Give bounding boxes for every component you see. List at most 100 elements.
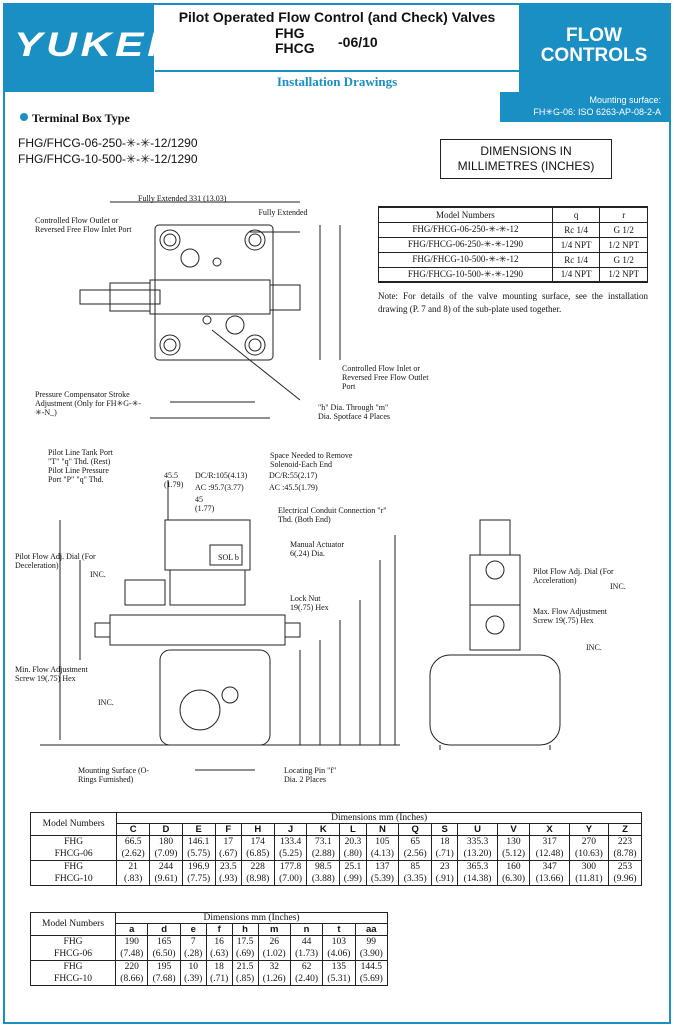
model-line-1: FHG [275, 25, 305, 41]
label-max-flow: Max. Flow Adjustment Screw 19(.75) Hex [533, 607, 608, 625]
value-inch: (9.96) [613, 874, 637, 884]
value-inch: (13.66) [535, 874, 564, 884]
value-mm: 244 [158, 862, 174, 872]
value-mm: 253 [617, 862, 633, 872]
top-view-drawing [79, 201, 341, 419]
label-controlled-inlet: Controlled Flow Inlet or Reversed Free F… [342, 364, 429, 391]
section-title-text: Terminal Box Type [32, 111, 130, 125]
value-mm: 23 [439, 862, 450, 872]
value-mm: 165 [156, 937, 172, 947]
column-header: m [257, 923, 291, 936]
value-mm: 177.8 [279, 862, 302, 872]
model-suffix: -06/10 [338, 34, 378, 50]
bullet-icon [20, 113, 28, 121]
value-inch: (11.81) [575, 874, 603, 884]
value-inch: (9.61) [154, 874, 178, 884]
model-size: -10 [79, 874, 93, 884]
dimension-cell: 146.1(5.75) [181, 835, 216, 861]
dimension-cell: 21(.83) [116, 860, 151, 886]
dimension-cell: 98.5(3.88) [306, 860, 341, 886]
dimension-cell: 228(8.98) [240, 860, 275, 886]
value-mm: 365.3 [466, 862, 489, 872]
label-controlled-outlet: Controlled Flow Outlet or Reversed Free … [35, 216, 132, 234]
model-size: -10 [79, 974, 93, 984]
value-inch: (5.39) [370, 874, 394, 884]
dimension-cell: 26(1.02) [257, 935, 291, 961]
table-cell: 1/4 NPT [551, 236, 601, 253]
category-line-1: FLOW [566, 25, 622, 46]
value-inch: (12.48) [535, 849, 564, 859]
dimension-cell: 270(10.63) [568, 835, 610, 861]
dimension-cell: 20.3(.80) [339, 835, 367, 861]
label-inc-3: INC. [610, 582, 626, 591]
brand-logo: YUKEN [4, 4, 178, 92]
label-inc-4: INC. [586, 643, 602, 652]
dimension-cell: 253 (9.96) [608, 860, 642, 886]
model-line-2: FHCG-10 [54, 974, 93, 984]
table-cell: FHG/FHCG-10-500-✳-✳-12 [378, 251, 553, 268]
dimension-cell: 244 (9.61) [149, 860, 183, 886]
model-size: -06 [79, 949, 93, 959]
section-title: Terminal Box Type [20, 111, 130, 126]
dimension-cell: 335.3(13.20) [457, 835, 498, 861]
category-line-2: CONTROLS [540, 45, 648, 66]
label-conduit: Electrical Conduit Connection "r" Thd. (… [278, 506, 387, 524]
column-header: Q [398, 823, 433, 836]
dimension-cell: 17(.67) [214, 835, 242, 861]
page-subtitle: Installation Drawings [155, 70, 519, 92]
dimension-cell: 99(3.90) [354, 935, 389, 961]
value-mm: 190 [124, 937, 139, 947]
value-mm: 196.9 [188, 862, 210, 872]
column-header: H [240, 823, 275, 836]
value-inch: (3.88) [311, 874, 335, 884]
value-mm: 44 [301, 937, 312, 947]
table-cell: FHG/FHCG-06-250-✳-✳-1290 [378, 236, 553, 253]
value-mm: 25.1 [344, 862, 362, 872]
dimension-cell: 133.4(5.25) [273, 835, 308, 861]
label-compensator: Pressure Compensator Stroke Adjustment (… [35, 390, 142, 417]
dimension-cell: 160(6.30) [496, 860, 531, 886]
model-line-2: FHCG-10 [54, 874, 93, 884]
label-mounting-hole: "h" Dia. Through "m" Dia. Spotface 4 Pla… [318, 403, 390, 421]
value-mm: 18 [439, 837, 450, 847]
model-line-1: FHG [64, 862, 84, 872]
value-inch: (.63) [210, 949, 229, 959]
value-mm: 270 [581, 837, 596, 847]
value-inch: (2.62) [121, 849, 145, 859]
dimension-cell: 10(.39) [179, 960, 207, 986]
dimension-cell: 177.8(7.00) [273, 860, 308, 886]
label-fully-extended: Fully Extended 331 (13.03) [138, 194, 227, 203]
value-inch: (6.85) [246, 849, 270, 859]
model-line-1: FHG [63, 962, 83, 972]
model-line-2: FHCG-06 [54, 849, 93, 859]
model-line-1: FHG [63, 937, 83, 947]
value-mm: 300 [581, 862, 596, 872]
page-frame [3, 3, 671, 1024]
value-inch: (14.38) [463, 874, 492, 884]
column-header: D [149, 823, 183, 836]
label-ac: AC :95.7(3.77) [195, 483, 244, 492]
units-line-1: DIMENSIONS IN [480, 144, 572, 158]
model-cell: FHG FHCG-10 [29, 860, 118, 886]
value-inch: (3.35) [403, 874, 427, 884]
value-mm: 220 [124, 962, 139, 972]
dimension-cell: 21.5(.85) [231, 960, 259, 986]
value-inch: (7.09) [154, 849, 178, 859]
value-mm: 146.1 [188, 837, 210, 847]
label-dc: DC/R:105(4.13) [195, 471, 248, 480]
column-header: Model Numbers [378, 206, 553, 223]
category-badge: FLOW CONTROLS [519, 4, 669, 92]
dimensions-header: Dimensions mm (Inches) [116, 812, 642, 824]
value-inch: (5.31) [327, 974, 351, 984]
dimension-cell: 317(12.48) [529, 835, 570, 861]
label-dcr2: DC/R:55(2.17) [269, 471, 318, 480]
column-header: F [214, 823, 242, 836]
value-mm: 23.5 [219, 862, 237, 872]
value-mm: 137 [375, 862, 390, 872]
